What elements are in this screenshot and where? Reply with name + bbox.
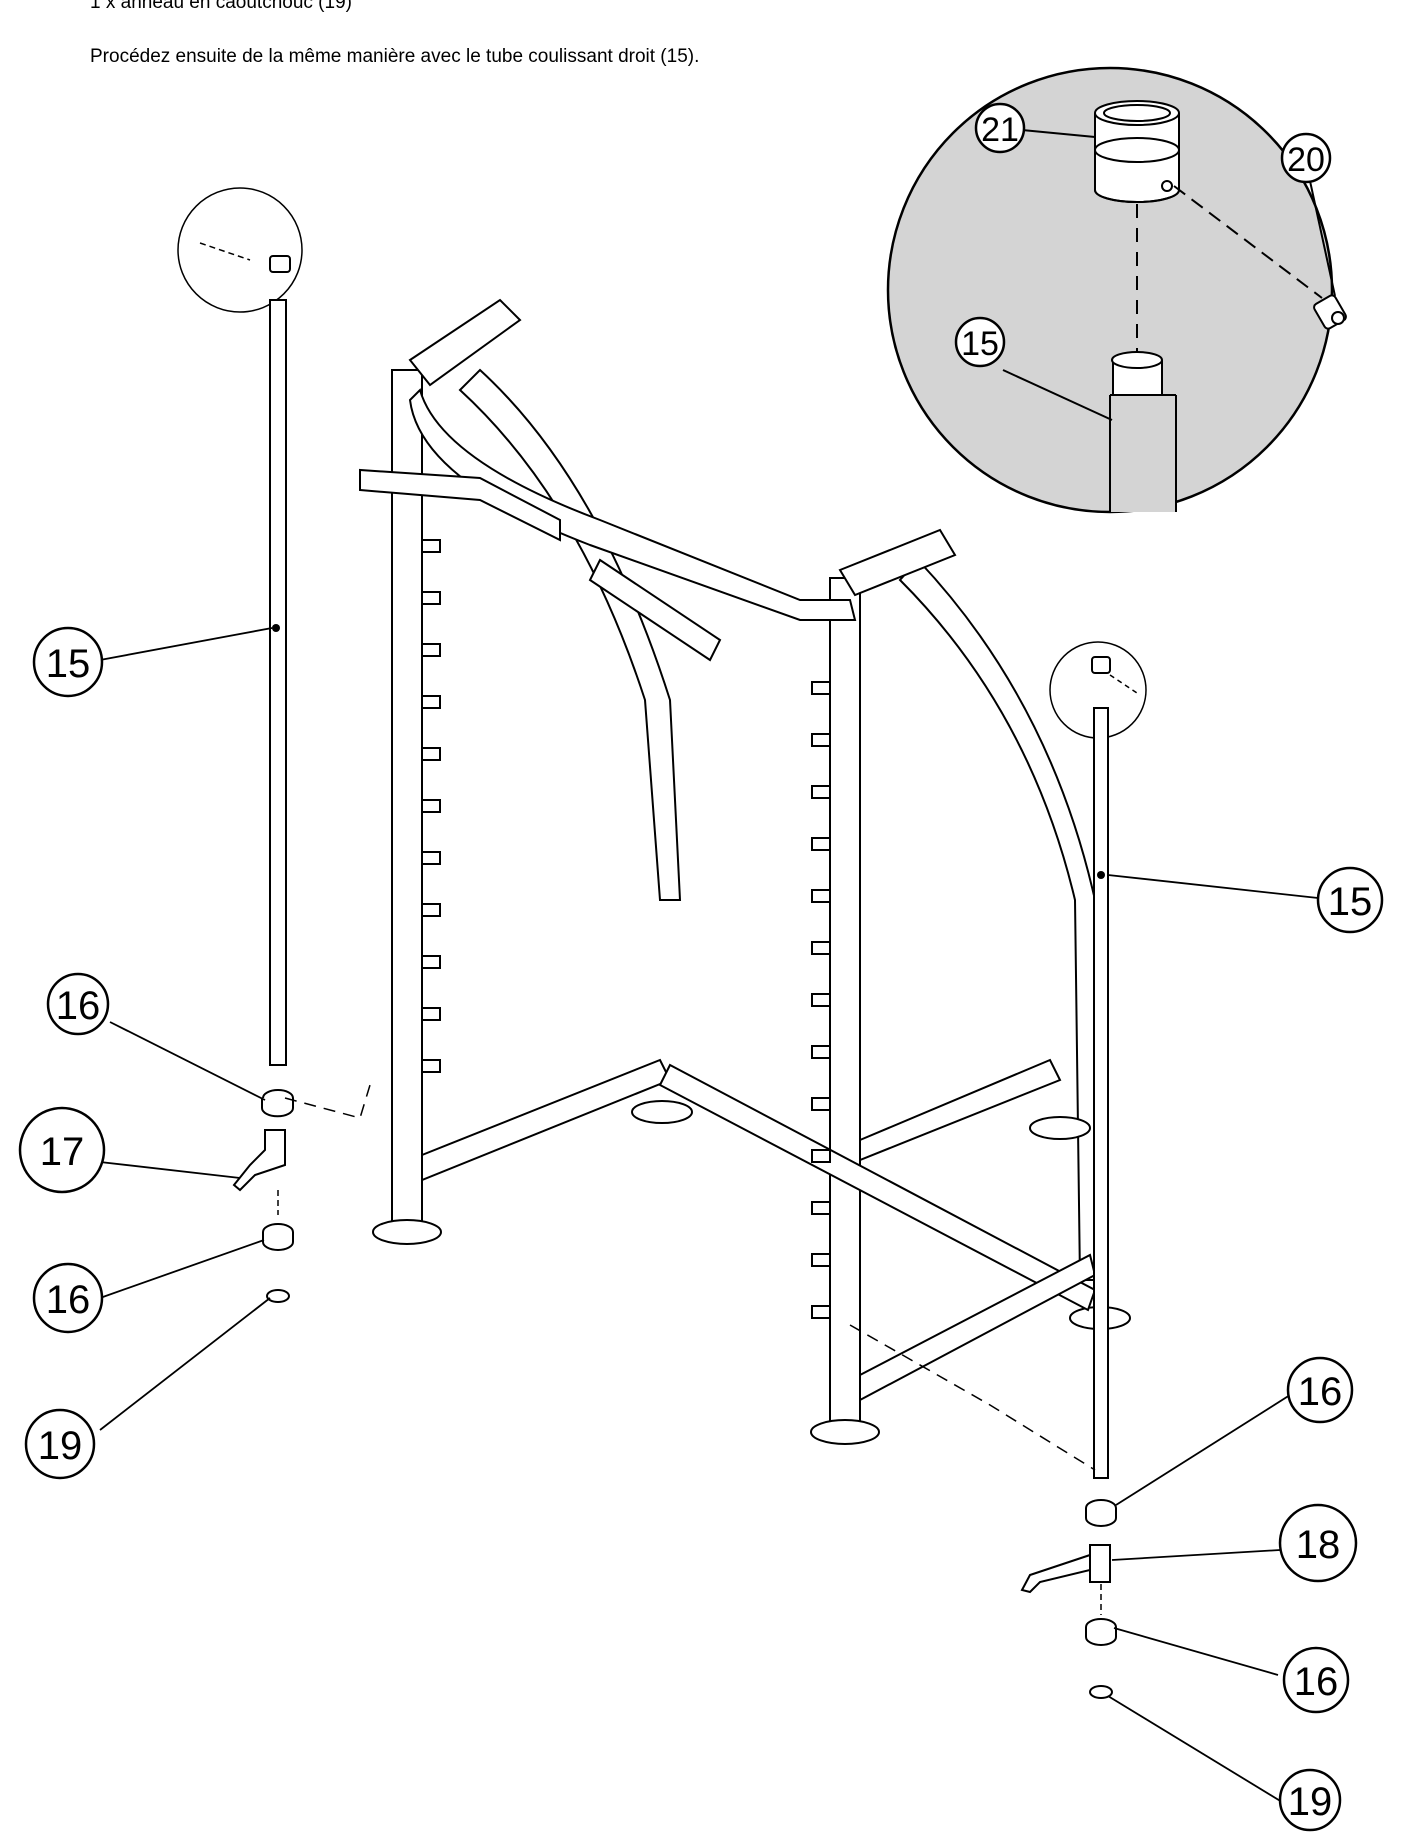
callout-left-16-top: 16 [46, 972, 110, 1036]
callout-right-16-top: 16 [1286, 1356, 1354, 1424]
callout-right-tube-15: 15 [1316, 866, 1384, 934]
left-guide-tube [177, 187, 303, 1066]
svg-text:18: 18 [1296, 1523, 1341, 1567]
callout-right-18: 18 [1278, 1503, 1358, 1583]
right-lower-parts [849, 1324, 1117, 1699]
leader-lines [99, 627, 1319, 1803]
svg-text:17: 17 [40, 1130, 85, 1174]
callout-right-19: 19 [1278, 1768, 1342, 1832]
callout-left-19: 19 [24, 1408, 96, 1480]
svg-text:15: 15 [46, 642, 91, 686]
svg-text:21: 21 [981, 111, 1019, 149]
svg-text:20: 20 [1287, 141, 1325, 179]
svg-text:15: 15 [1328, 880, 1373, 924]
callout-detail-21: 21 [974, 102, 1026, 154]
svg-text:16: 16 [1298, 1370, 1343, 1414]
collar-part-21 [1094, 100, 1180, 203]
left-lower-parts [232, 1084, 371, 1303]
svg-text:16: 16 [1294, 1660, 1339, 1704]
svg-text:16: 16 [46, 1278, 91, 1322]
set-screw-part-20 [1313, 294, 1347, 330]
callout-detail-15: 15 [954, 316, 1006, 368]
callout-left-16-bottom: 16 [32, 1262, 104, 1334]
svg-text:19: 19 [38, 1424, 83, 1468]
tube-top-part-15 [1109, 351, 1177, 512]
detail-magnified-view [886, 66, 1347, 514]
right-guide-tube [1049, 641, 1147, 1479]
svg-text:15: 15 [961, 325, 999, 363]
svg-text:16: 16 [56, 984, 101, 1028]
callout-right-16-bottom: 16 [1282, 1646, 1350, 1714]
callout-left-17: 17 [18, 1106, 106, 1194]
instruction-line-repeat-right: Procédez ensuite de la même manière avec… [90, 46, 700, 67]
callout-left-tube-15: 15 [32, 626, 104, 698]
instruction-line-rubber-ring: 1 x anneau en caoutchouc (19) [90, 0, 352, 13]
svg-text:19: 19 [1288, 1780, 1333, 1824]
power-rack-frame [359, 298, 1131, 1445]
callout-detail-20: 20 [1280, 132, 1332, 184]
